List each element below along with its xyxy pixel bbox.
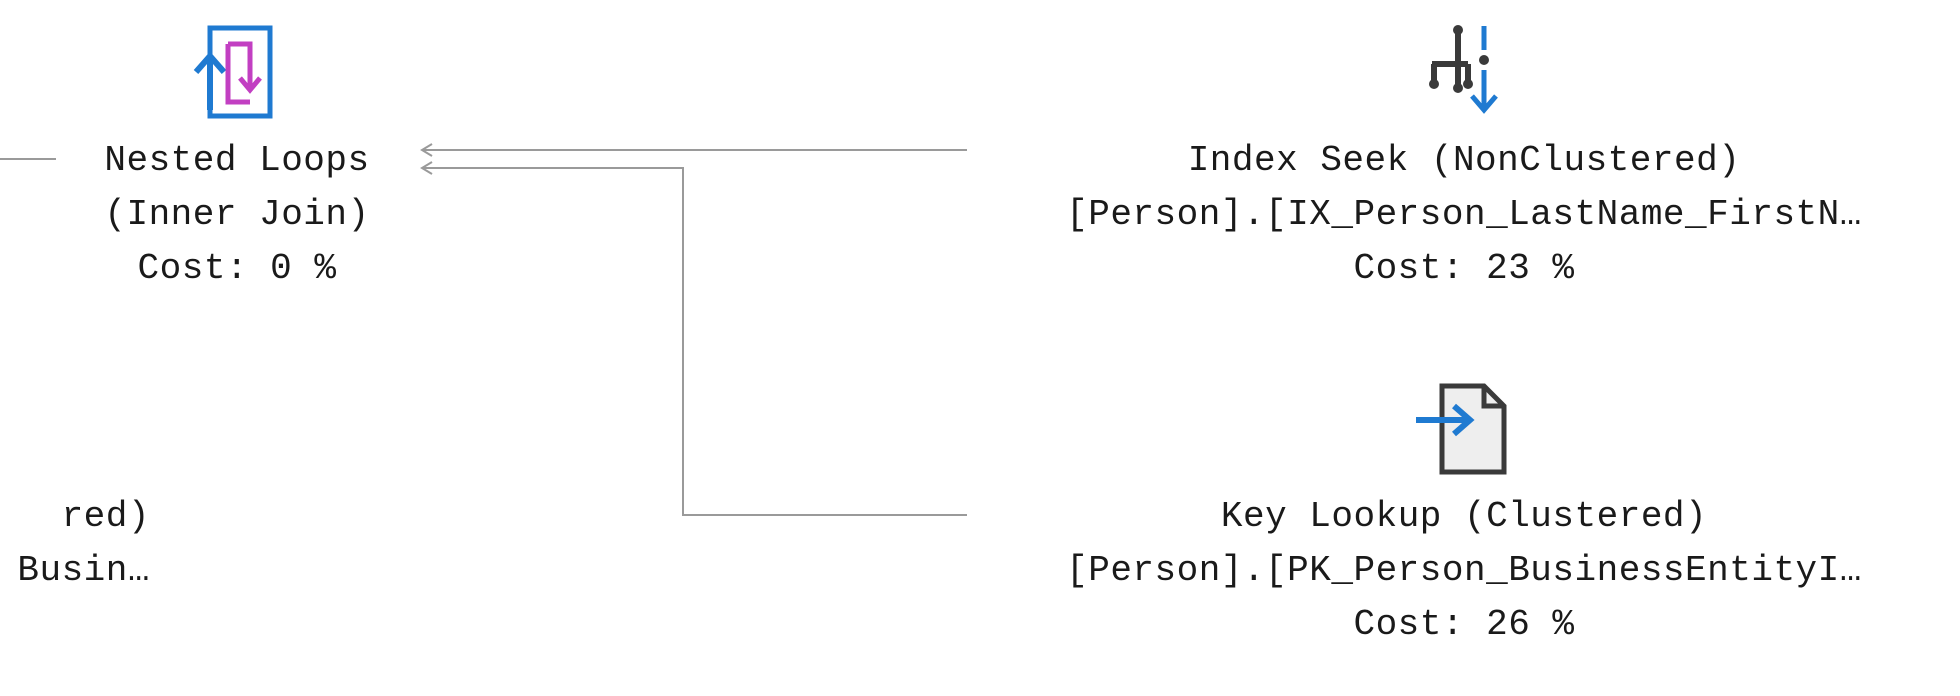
arrowhead-index-seek [420,143,433,157]
partial-line-1: red) [61,496,150,537]
node-key-lookup[interactable]: Key Lookup (Clustered) [Person].[PK_Pers… [985,490,1943,652]
node-object: [Person].[PK_Person_BusinessEntityI… [1066,550,1862,591]
node-object: [Person].[IX_Person_LastName_FirstN… [1066,194,1862,235]
partial-line-2: Busin… [17,550,150,591]
index-seek-icon[interactable] [1422,22,1514,118]
node-cost: Cost: 26 % [1353,604,1575,645]
key-lookup-icon[interactable] [1412,380,1512,476]
node-partial-left[interactable]: red) Busin… [0,490,150,598]
node-label: Nested Loops [104,140,370,181]
node-cost: Cost: 23 % [1353,248,1575,289]
node-index-seek[interactable]: Index Seek (NonClustered) [Person].[IX_P… [985,134,1943,296]
node-subtype: (Inner Join) [104,194,370,235]
node-nested-loops[interactable]: Nested Loops (Inner Join) Cost: 0 % [60,134,414,296]
node-cost: Cost: 0 % [137,248,337,289]
arrowhead-key-lookup [420,161,433,175]
node-label: Key Lookup (Clustered) [1220,496,1708,537]
nested-loops-icon[interactable] [188,22,288,122]
node-label: Index Seek (NonClustered) [1187,140,1741,181]
edge-key-lookup [422,167,967,516]
